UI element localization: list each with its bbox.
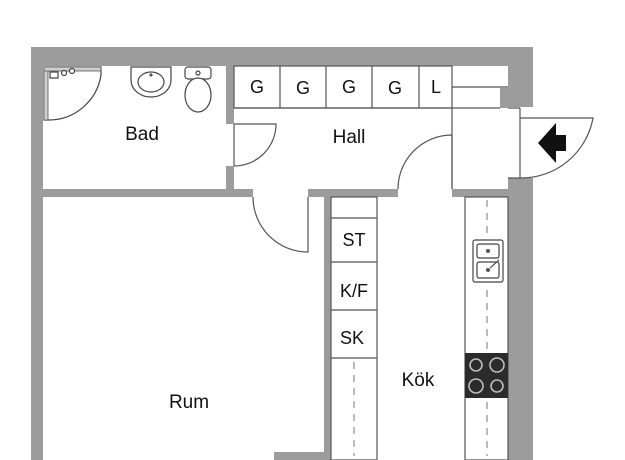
entrance-arrow-icon — [538, 123, 566, 163]
room-label-kok: Kök — [402, 370, 435, 391]
kitchen-left-cabinets — [330, 196, 378, 460]
bathroom — [43, 66, 277, 167]
shower-icon — [43, 66, 102, 121]
cabinet-label-st: ST — [342, 230, 365, 250]
cabinet-label-g1: G — [250, 77, 264, 97]
room-label-bad: Bad — [125, 124, 159, 145]
kitchen-counter — [464, 196, 509, 460]
room-label-hall: Hall — [333, 127, 366, 148]
bathroom-door[interactable] — [233, 123, 277, 167]
room-label-rum: Rum — [169, 392, 209, 413]
cabinet-label-g4: G — [388, 78, 402, 98]
hall-outline — [234, 107, 500, 189]
cabinet-label-g3: G — [342, 77, 356, 97]
rum-door[interactable] — [252, 196, 309, 253]
walls — [31, 47, 533, 460]
cabinet-label-sk: SK — [340, 328, 364, 348]
cabinet-label-kf: K/F — [340, 281, 368, 301]
entrance-door[interactable] — [508, 107, 594, 179]
wall-stub — [274, 452, 324, 460]
hall-wardrobes — [233, 65, 508, 109]
cabinet-label-l: L — [431, 77, 441, 97]
kitchen-sink-icon — [472, 239, 504, 283]
toilet-icon — [184, 66, 212, 113]
kitchen-door[interactable] — [397, 134, 453, 190]
stove-icon — [465, 353, 508, 398]
washbasin-icon — [130, 66, 172, 98]
cabinet-label-g2: G — [296, 78, 310, 98]
